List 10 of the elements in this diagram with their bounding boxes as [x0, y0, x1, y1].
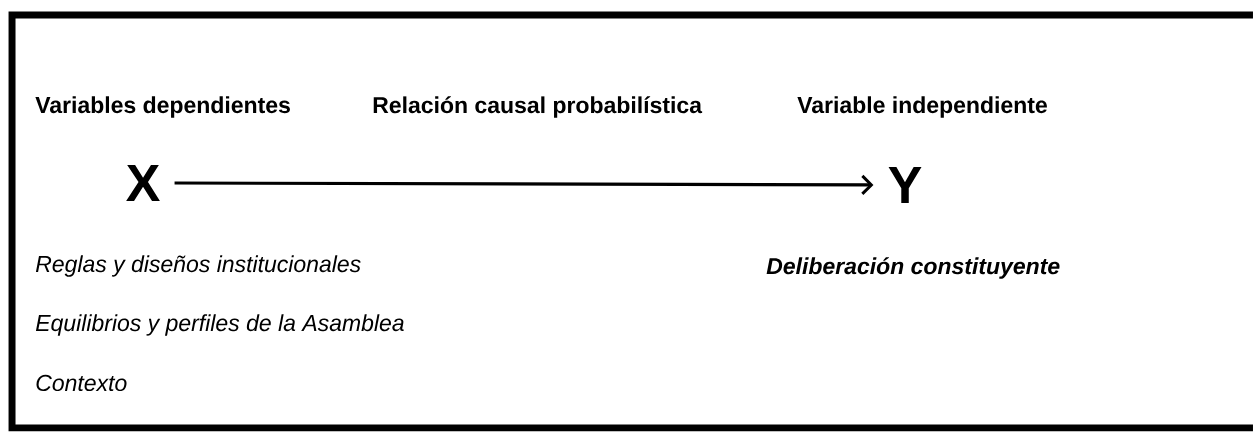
column-heading: Variable independiente: [797, 96, 1047, 118]
arrow: [174, 174, 874, 195]
variable-name: Contexto: [36, 374, 127, 392]
column-heading: Variables dependientes: [35, 96, 290, 118]
variable-name: Equilibrios y perfiles de la Asamblea: [35, 314, 404, 336]
variable-name: Deliberación constituyente: [766, 257, 1060, 279]
variable-symbol: Y: [888, 167, 922, 203]
variable-name: Reglas y diseños institucionales: [35, 255, 361, 277]
variable-symbol: X: [126, 165, 160, 201]
column-heading: Relación causal probabilística: [373, 96, 703, 118]
